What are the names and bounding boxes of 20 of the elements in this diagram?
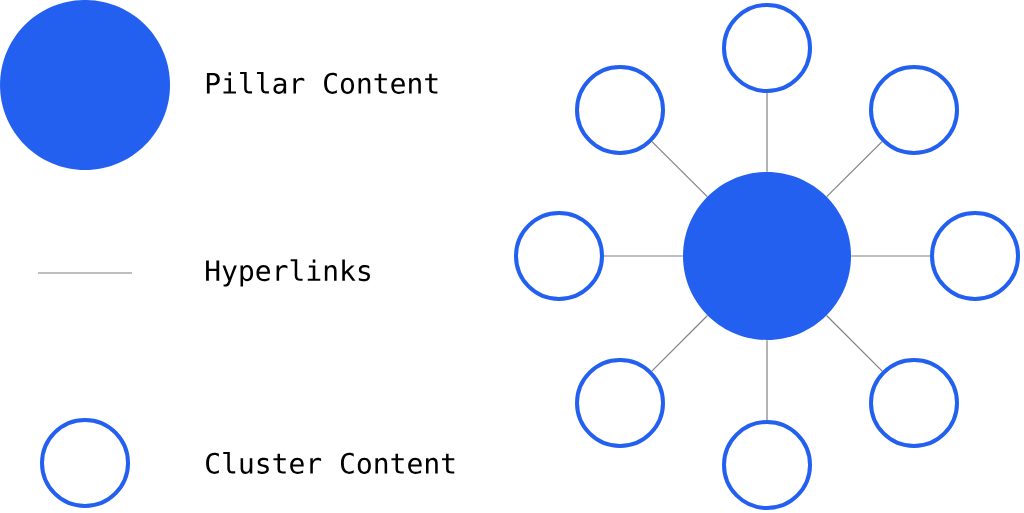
hyperlink-line	[651, 314, 709, 372]
hyperlink-line	[826, 141, 883, 198]
cluster-circle	[575, 65, 665, 155]
pillar-circle	[683, 172, 851, 340]
hyperlink-line	[766, 339, 768, 421]
hyperlink-line	[651, 141, 708, 198]
cluster-circle	[722, 3, 812, 93]
hyperlink-line	[766, 92, 768, 173]
cluster-circle	[722, 420, 812, 510]
hyperlink-line	[825, 314, 883, 372]
cluster-circle	[930, 211, 1020, 301]
hyperlink-line	[603, 255, 684, 257]
legend-label: Cluster Content	[206, 452, 455, 474]
cluster-circle	[575, 358, 665, 448]
legend-label: Hyperlinks	[206, 259, 370, 287]
cluster-circle	[869, 65, 959, 155]
legend-label: Pillar Content	[206, 72, 438, 94]
cluster-circle	[869, 358, 959, 448]
hyperlink-line	[850, 255, 931, 257]
cluster-circle	[514, 211, 604, 301]
